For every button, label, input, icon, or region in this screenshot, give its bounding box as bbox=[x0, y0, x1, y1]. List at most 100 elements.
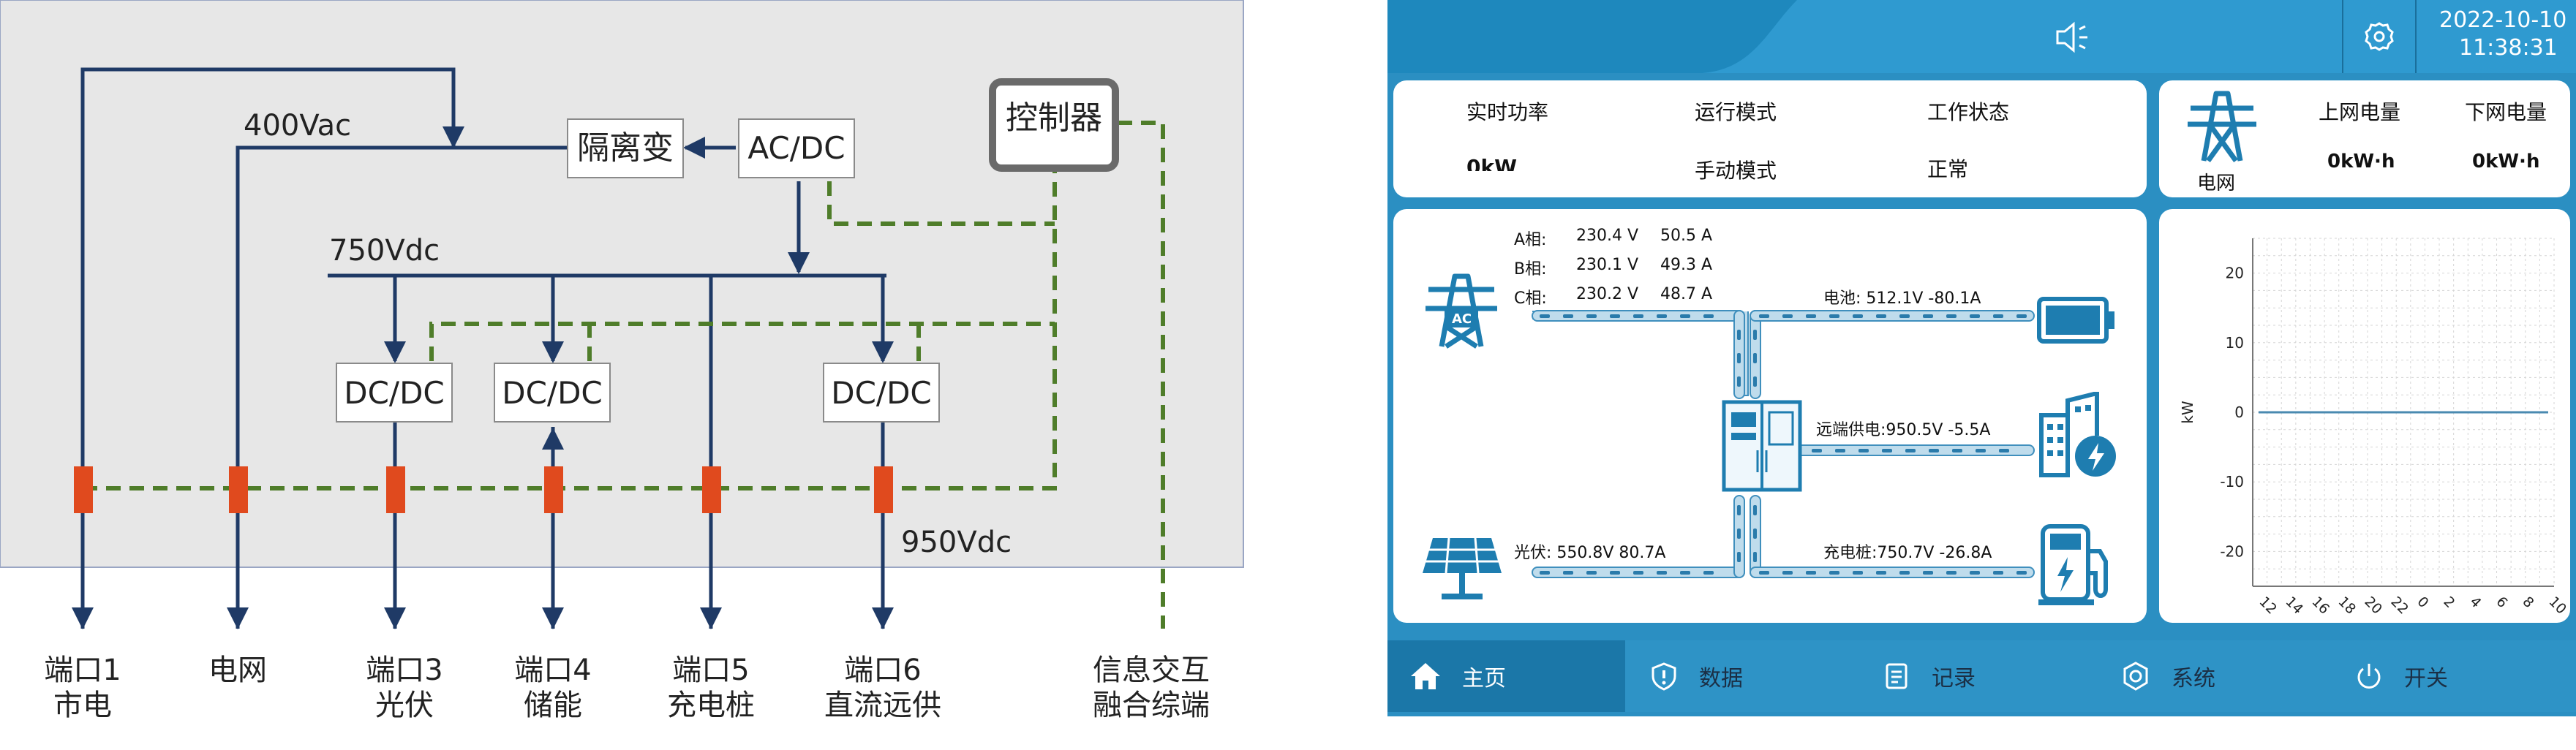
converter-cabinet-icon bbox=[1722, 400, 1802, 492]
y-tick-label: 10 bbox=[2226, 334, 2244, 352]
download-value: 0kW·h bbox=[2472, 151, 2540, 173]
nav-data-label: 数据 bbox=[1699, 666, 1743, 692]
port5-line1: 端口5 bbox=[672, 654, 749, 687]
header-time: 11:38:31 bbox=[2459, 35, 2558, 61]
port3-line2: 光伏 bbox=[375, 689, 434, 722]
gear-icon[interactable] bbox=[2362, 19, 2397, 54]
bus-950-label: 950Vdc bbox=[901, 526, 1012, 559]
state-value: 正常 bbox=[1927, 157, 1969, 181]
controller-label: 控制器 bbox=[1006, 99, 1102, 137]
power-icon bbox=[2357, 664, 2381, 689]
pv-reading: 光伏: 550.8V 80.7A bbox=[1514, 544, 1666, 562]
port6-line1: 端口6 bbox=[844, 654, 921, 687]
info-line1: 信息交互 bbox=[1093, 654, 1210, 687]
x-tick-label: 20 bbox=[2361, 594, 2385, 618]
phase-a-current: 50.5 A bbox=[1660, 227, 1713, 245]
x-tick-label: 6 bbox=[2493, 594, 2510, 611]
ac-badge: AC bbox=[1452, 311, 1472, 327]
x-tick-label: 14 bbox=[2282, 594, 2306, 618]
bottom-nav: 主页 数据 记录 系统 bbox=[1387, 640, 2576, 712]
nav-system[interactable]: 系统 bbox=[2120, 640, 2215, 712]
dcdc-box-3 bbox=[823, 363, 940, 423]
power-value: 0kW bbox=[1466, 155, 1517, 171]
home-icon bbox=[1411, 663, 1440, 689]
battery-icon bbox=[2037, 297, 2116, 344]
phase-b-name: B相: bbox=[1514, 260, 1547, 279]
grid-label: 电网 bbox=[208, 654, 267, 687]
port4-line1: 端口4 bbox=[514, 654, 591, 687]
x-tick-label: 18 bbox=[2335, 594, 2359, 618]
mode-value: 手动模式 bbox=[1695, 159, 1777, 183]
acdc-box bbox=[738, 118, 855, 178]
port1-line2: 市电 bbox=[53, 689, 112, 722]
energy-flow-panel: AC A相: 230.4 V 50.5 A B相: 230.1 V 49.3 A… bbox=[1393, 209, 2147, 623]
dcdc-box-2 bbox=[494, 363, 611, 423]
x-tick-label: 4 bbox=[2466, 594, 2484, 611]
grid-tower-icon bbox=[2183, 88, 2261, 164]
remote-supply-reading: 远端供电:950.5V -5.5A bbox=[1816, 421, 1991, 439]
bus-400-label: 400Vac bbox=[244, 109, 351, 143]
status-panel: 实时功率 0kW 运行模式 手动模式 工作状态 正常 bbox=[1393, 80, 2147, 197]
isolation-transformer-label: 隔离变 bbox=[577, 129, 674, 167]
phase-b-voltage: 230.1 V bbox=[1576, 256, 1639, 274]
x-tick-label: 2 bbox=[2440, 594, 2458, 611]
ac-tower-icon: AC bbox=[1423, 270, 1500, 349]
dcdc-label-1: DC/DC bbox=[344, 375, 444, 411]
header-decor bbox=[1387, 0, 2576, 73]
y-tick-label: 0 bbox=[2234, 404, 2244, 421]
download-label: 下网电量 bbox=[2465, 100, 2547, 124]
port3-line1: 端口3 bbox=[366, 654, 442, 687]
controller-box bbox=[989, 78, 1119, 172]
x-tick-label: 10 bbox=[2545, 594, 2569, 618]
nav-home[interactable]: 主页 bbox=[1409, 640, 1506, 712]
y-tick-label: -20 bbox=[2220, 542, 2244, 560]
phase-c-current: 48.7 A bbox=[1660, 285, 1713, 303]
hmi-screen: 2022-10-10 11:38:31 实时功率 0kW 运行模式 手动模式 工… bbox=[1387, 0, 2576, 716]
y-axis-label: kW bbox=[2179, 401, 2196, 424]
x-tick-label: 22 bbox=[2387, 594, 2411, 618]
acdc-label: AC/DC bbox=[747, 130, 845, 166]
dcdc-label-2: DC/DC bbox=[502, 375, 602, 411]
phase-a-name: A相: bbox=[1514, 231, 1547, 249]
nav-data[interactable]: 数据 bbox=[1649, 640, 1743, 712]
hmi-header: 2022-10-10 11:38:31 bbox=[1387, 0, 2576, 73]
nav-switch-label: 开关 bbox=[2404, 666, 2448, 692]
nav-home-label: 主页 bbox=[1462, 666, 1506, 692]
nav-system-label: 系统 bbox=[2172, 666, 2215, 692]
nav-records-label: 记录 bbox=[1932, 666, 1976, 692]
phase-c-voltage: 230.2 V bbox=[1576, 285, 1639, 303]
phase-b-current: 49.3 A bbox=[1660, 256, 1713, 274]
building-power-icon bbox=[2037, 390, 2119, 478]
upload-label: 上网电量 bbox=[2319, 100, 2401, 124]
battery-reading: 电池: 512.1V -80.1A bbox=[1823, 289, 1981, 308]
nav-records[interactable]: 记录 bbox=[1882, 640, 1976, 712]
port5-line2: 充电桩 bbox=[667, 689, 755, 722]
dcdc-label-3: DC/DC bbox=[831, 375, 931, 411]
charging-station-icon bbox=[2038, 522, 2114, 608]
power-label: 实时功率 bbox=[1466, 100, 1549, 124]
system-gear-icon bbox=[2123, 662, 2148, 691]
phase-a-voltage: 230.4 V bbox=[1576, 227, 1639, 245]
dcdc-box-1 bbox=[336, 363, 453, 423]
x-tick-label: 8 bbox=[2519, 594, 2537, 611]
upload-value: 0kW·h bbox=[2327, 151, 2395, 173]
y-tick-label: -10 bbox=[2220, 473, 2244, 490]
x-tick-label: 16 bbox=[2308, 594, 2332, 618]
record-icon bbox=[1886, 663, 1907, 689]
isolation-transformer-box bbox=[567, 118, 684, 178]
nav-switch[interactable]: 开关 bbox=[2354, 640, 2448, 712]
port4-line2: 储能 bbox=[524, 689, 582, 722]
bus-750-label: 750Vdc bbox=[329, 234, 440, 268]
state-label: 工作状态 bbox=[1927, 100, 2010, 124]
flow-pipes bbox=[1532, 310, 2035, 578]
port6-line2: 直流远供 bbox=[824, 689, 941, 722]
y-tick-label: 20 bbox=[2226, 265, 2244, 282]
charger-reading: 充电桩:750.7V -26.8A bbox=[1823, 544, 1992, 562]
grid-icon-label: 电网 bbox=[2197, 173, 2236, 194]
solar-panel-icon bbox=[1420, 534, 1504, 602]
x-tick-label: 0 bbox=[2414, 594, 2431, 611]
speaker-icon[interactable] bbox=[2055, 20, 2091, 54]
phase-c-name: C相: bbox=[1514, 289, 1547, 308]
